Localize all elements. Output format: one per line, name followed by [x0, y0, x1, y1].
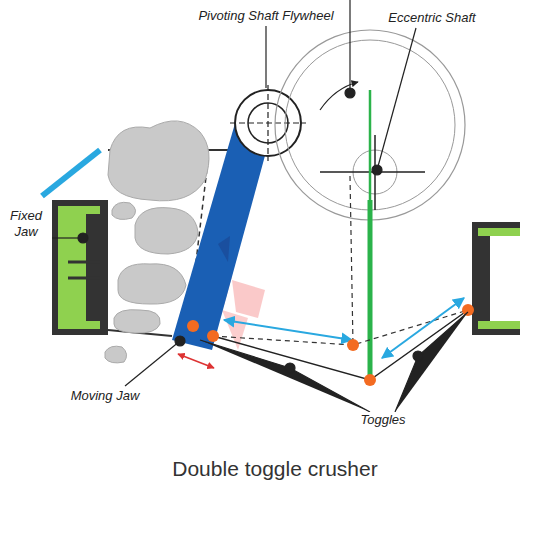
part-label: Moving Jaw: [71, 388, 140, 404]
part-label: Pivoting Shaft Flywheel: [198, 8, 333, 24]
part-label: Fixed Jaw: [6, 208, 46, 239]
caption: Double toggle crusher: [172, 457, 377, 481]
part-label: Toggles: [360, 412, 405, 428]
part-label: Eccentric Shaft: [388, 10, 475, 26]
